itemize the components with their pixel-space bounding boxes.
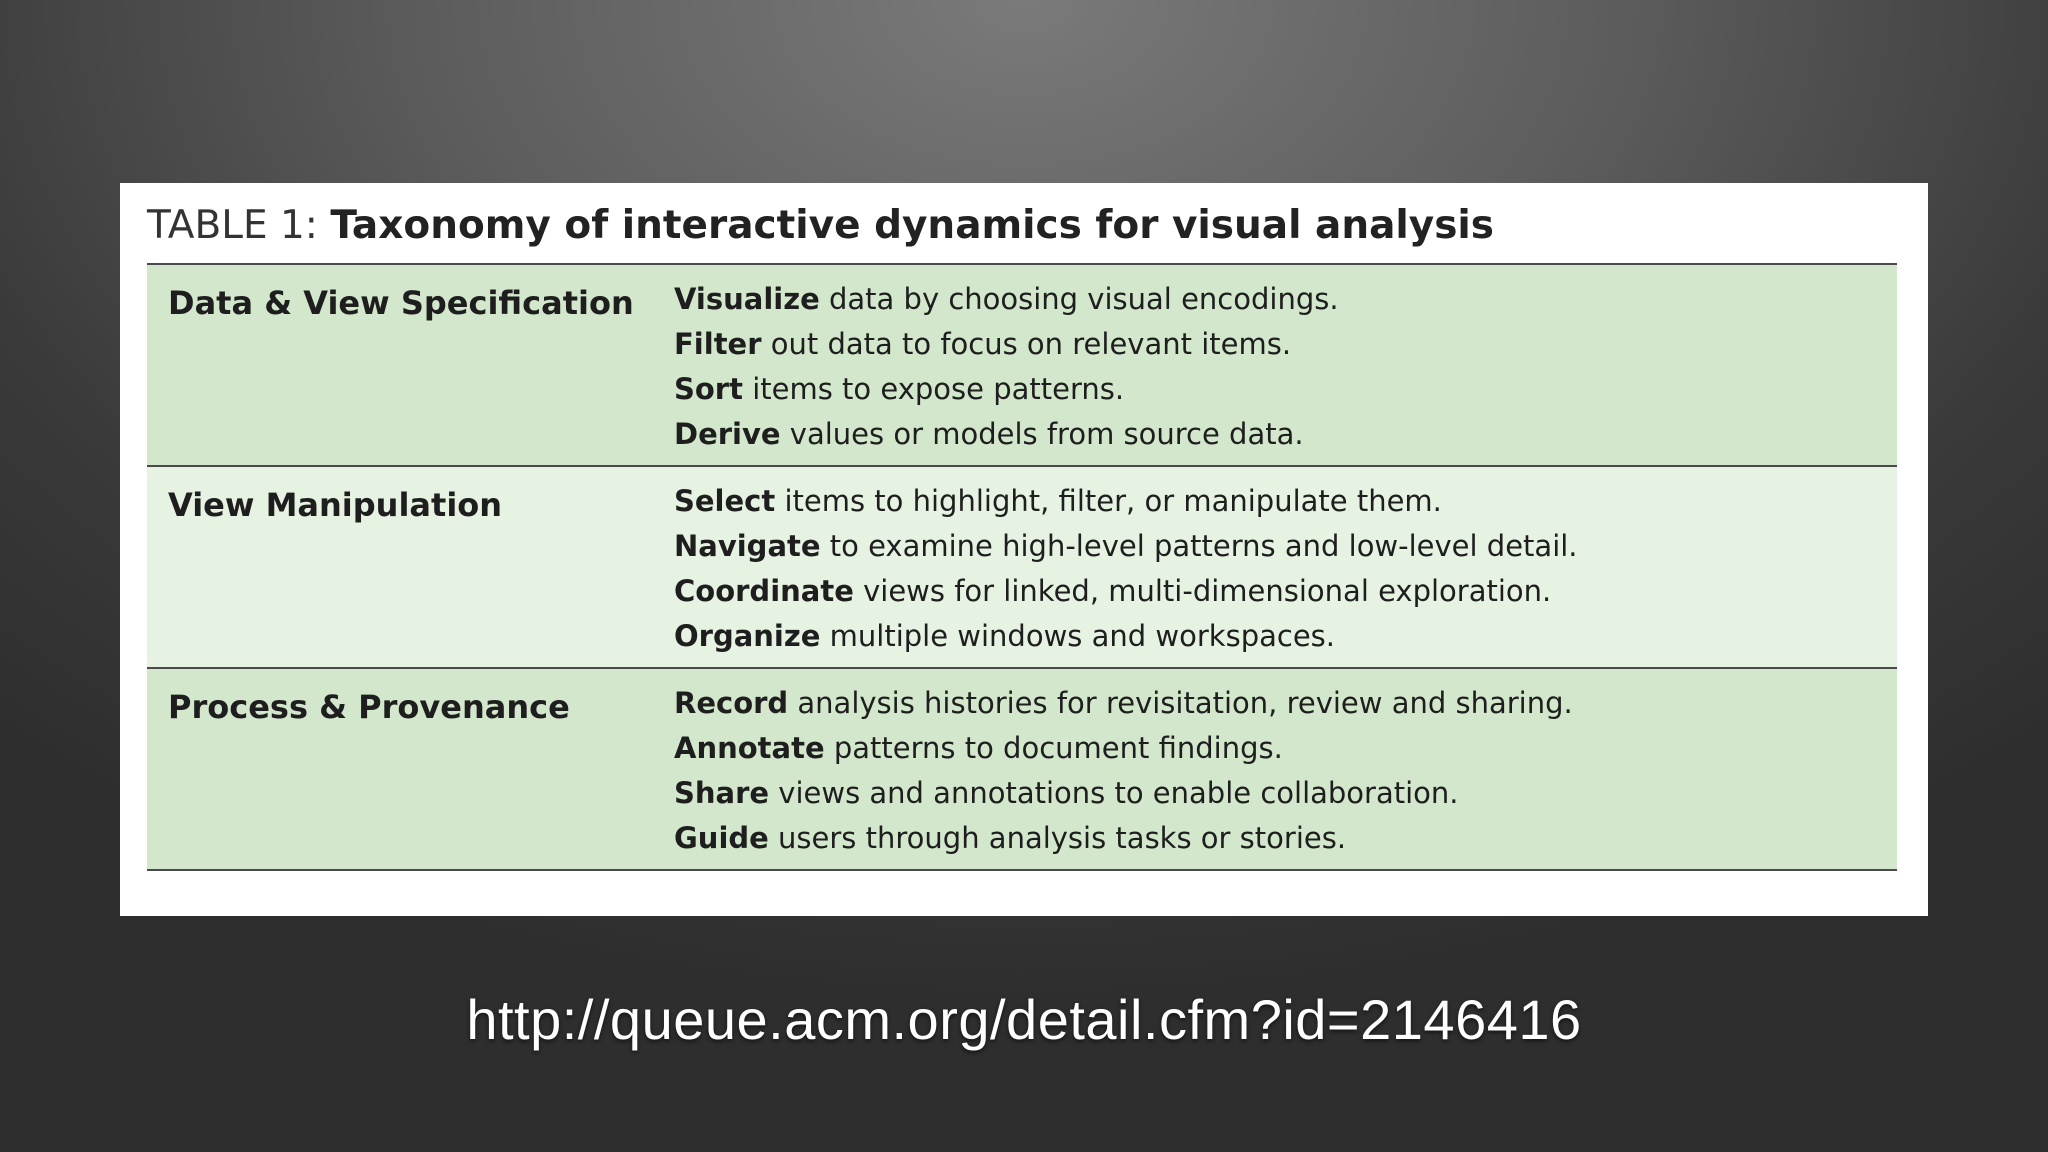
category-cell: View Manipulation: [147, 466, 674, 668]
table-row-process-provenance: Process & Provenance Record analysis his…: [147, 668, 1897, 870]
table-row-view-manipulation: View Manipulation Select items to highli…: [147, 466, 1897, 668]
item-text: analysis histories for revisitation, rev…: [797, 686, 1573, 720]
items-cell: Record analysis histories for revisitati…: [674, 668, 1897, 870]
item-text: views and annotations to enable collabor…: [778, 776, 1459, 810]
category-cell: Process & Provenance: [147, 668, 674, 870]
list-item: Derive values or models from source data…: [674, 412, 1897, 457]
item-verb: Navigate: [674, 529, 821, 563]
list-item: Coordinate views for linked, multi-dimen…: [674, 569, 1897, 614]
item-text: views for linked, multi-dimensional expl…: [863, 574, 1552, 608]
list-item: Select items to highlight, filter, or ma…: [674, 479, 1897, 524]
source-url-link[interactable]: http://queue.acm.org/detail.cfm?id=21464…: [466, 988, 1582, 1051]
item-verb: Derive: [674, 417, 781, 451]
item-text: data by choosing visual encodings.: [829, 282, 1339, 316]
item-text: patterns to document findings.: [833, 731, 1283, 765]
item-text: users through analysis tasks or stories.: [778, 821, 1347, 855]
item-text: items to expose patterns.: [752, 372, 1125, 406]
table-row-data-view-specification: Data & View Specification Visualize data…: [147, 264, 1897, 466]
category-label: Data & View Specification: [168, 284, 634, 322]
list-item: Share views and annotations to enable co…: [674, 771, 1897, 816]
category-label: Process & Provenance: [168, 688, 570, 726]
caption-label: TABLE 1:: [147, 203, 318, 248]
list-item: Navigate to examine high-level patterns …: [674, 524, 1897, 569]
item-verb: Sort: [674, 372, 743, 406]
item-verb: Annotate: [674, 731, 825, 765]
list-item: Record analysis histories for revisitati…: [674, 681, 1897, 726]
item-text: to examine high-level patterns and low-l…: [829, 529, 1578, 563]
items-cell: Select items to highlight, filter, or ma…: [674, 466, 1897, 668]
item-text: multiple windows and workspaces.: [829, 619, 1335, 653]
list-item: Filter out data to focus on relevant ite…: [674, 322, 1897, 367]
item-text: items to highlight, filter, or manipulat…: [784, 484, 1442, 518]
item-verb: Select: [674, 484, 776, 518]
item-verb: Guide: [674, 821, 769, 855]
item-text: values or models from source data.: [789, 417, 1304, 451]
items-cell: Visualize data by choosing visual encodi…: [674, 264, 1897, 466]
table-caption: TABLE 1: Taxonomy of interactive dynamic…: [147, 191, 1494, 261]
item-verb: Organize: [674, 619, 821, 653]
table-image: TABLE 1: Taxonomy of interactive dynamic…: [120, 183, 1928, 916]
item-verb: Filter: [674, 327, 762, 361]
category-label: View Manipulation: [168, 486, 503, 524]
caption-title: Taxonomy of interactive dynamics for vis…: [330, 203, 1495, 248]
item-verb: Share: [674, 776, 770, 810]
category-cell: Data & View Specification: [147, 264, 674, 466]
list-item: Sort items to expose patterns.: [674, 367, 1897, 412]
taxonomy-table: Data & View Specification Visualize data…: [147, 263, 1897, 871]
list-item: Organize multiple windows and workspaces…: [674, 614, 1897, 659]
item-text: out data to focus on relevant items.: [770, 327, 1292, 361]
list-item: Visualize data by choosing visual encodi…: [674, 277, 1897, 322]
list-item: Annotate patterns to document findings.: [674, 726, 1897, 771]
item-verb: Coordinate: [674, 574, 854, 608]
list-item: Guide users through analysis tasks or st…: [674, 816, 1897, 861]
item-verb: Record: [674, 686, 789, 720]
item-verb: Visualize: [674, 282, 820, 316]
